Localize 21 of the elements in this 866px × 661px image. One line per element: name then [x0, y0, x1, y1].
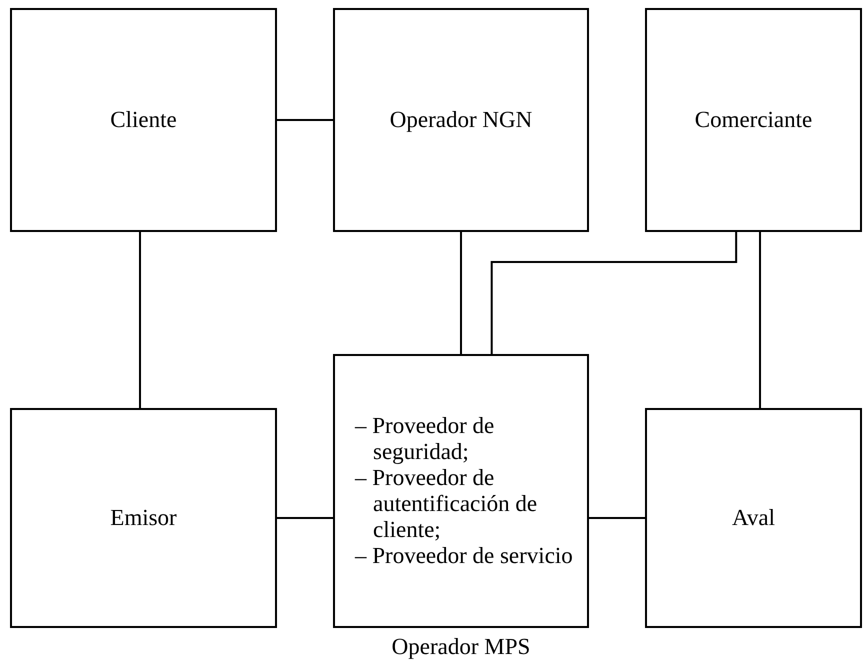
process-box: [10, 8, 277, 232]
process-box: [645, 408, 862, 628]
connector-line: [277, 119, 333, 121]
node-label: Comerciante: [694, 107, 812, 133]
connector-line: [759, 232, 761, 408]
node-label: Emisor: [110, 505, 177, 531]
node-caption: Operador MPS: [392, 634, 530, 660]
connector-line: [277, 517, 333, 519]
list-item: – Proveedor de autentificación de cliente;: [355, 465, 538, 543]
process-box: [10, 408, 277, 628]
process-box: [333, 8, 589, 232]
process-box: [645, 8, 862, 232]
list-item: – Proveedor de seguridad;: [355, 413, 496, 465]
node-label: Operador NGN: [390, 107, 532, 133]
connector-line: [490, 232, 738, 354]
node-label: Aval: [732, 505, 775, 531]
connector-line: [460, 232, 462, 354]
node-label: Cliente: [110, 107, 177, 133]
connector-line: [139, 232, 141, 408]
list-item: – Proveedor de servicio: [355, 543, 574, 569]
connector-line: [589, 517, 645, 519]
